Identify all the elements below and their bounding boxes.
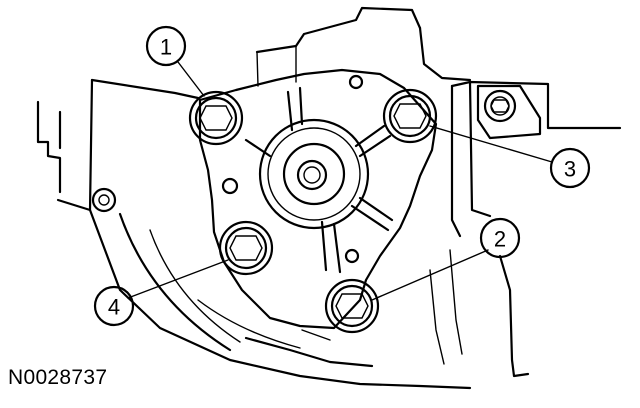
callout-2-label: 2 (494, 227, 506, 252)
engine-block-outline (36, 6, 622, 390)
bolt-4 (218, 220, 274, 276)
callout-3-label: 3 (564, 157, 576, 182)
water-pump-body (198, 68, 438, 330)
callout-1-label: 1 (160, 35, 172, 60)
callout-4-label: 4 (108, 295, 120, 320)
callout-4: 4 (93, 259, 229, 327)
callout-2: 2 (371, 217, 521, 301)
callout-1: 1 (145, 25, 205, 97)
callout-3: 3 (429, 125, 591, 189)
figure-id: N0028737 (8, 366, 108, 389)
bolt-3 (382, 88, 438, 144)
bolt-1 (188, 90, 244, 146)
bolt-2 (324, 278, 380, 334)
